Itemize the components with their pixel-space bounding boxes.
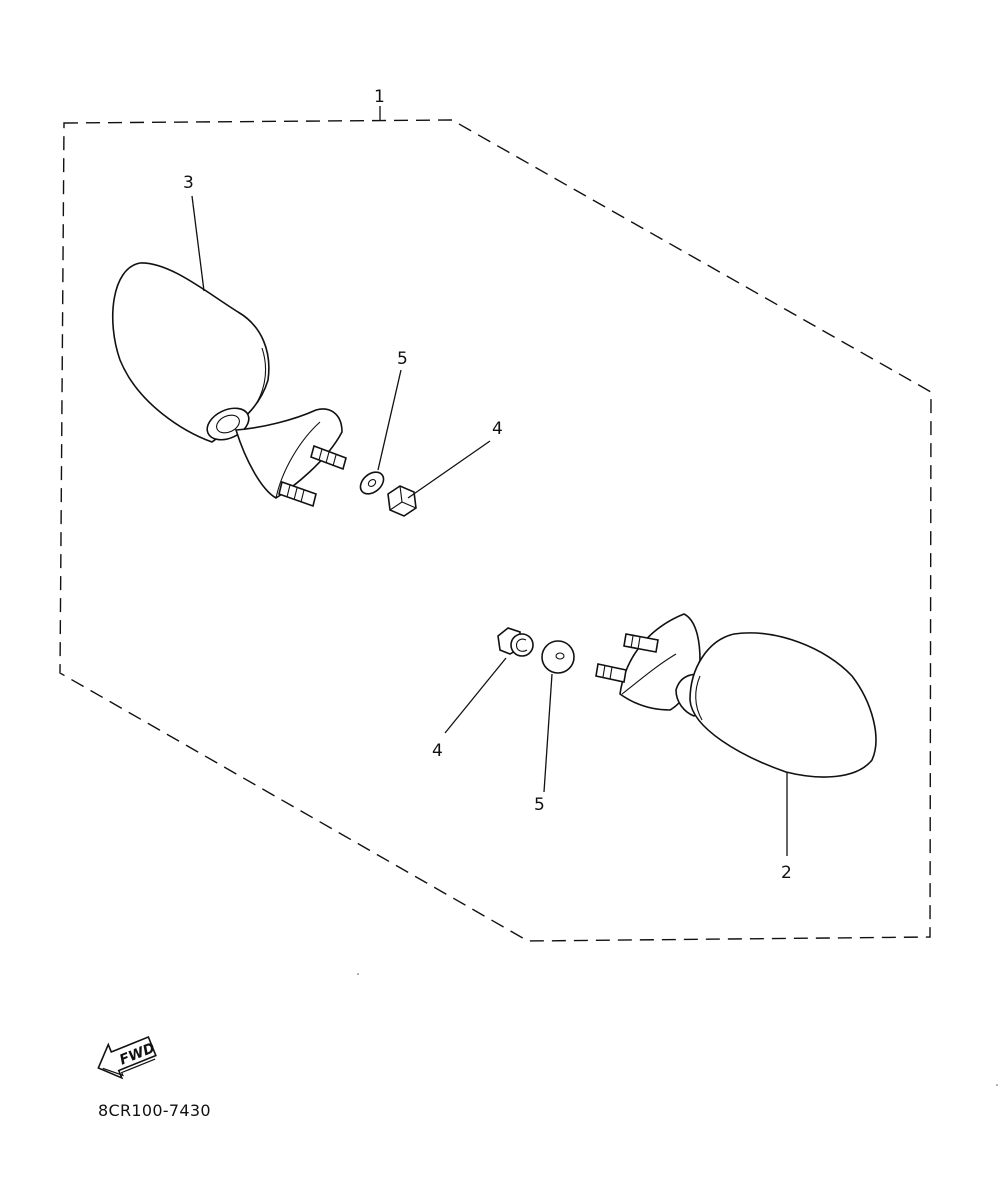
- mirror-right: [595, 613, 877, 778]
- mirror-left: [111, 262, 347, 508]
- callout-5-upper: 5: [397, 349, 408, 369]
- stud-upper-right: [623, 633, 659, 653]
- callout-4-lower: 4: [432, 741, 443, 761]
- scan-speck: [996, 1084, 998, 1086]
- washer-upper: [359, 471, 385, 495]
- washer-lower: [541, 640, 575, 674]
- callout-4-upper: 4: [492, 419, 503, 439]
- nut-upper: [387, 485, 417, 517]
- stud-upper-left: [310, 444, 347, 471]
- stud-lower-right: [595, 663, 627, 683]
- leader-line-3: [191, 195, 205, 292]
- callout-5-lower: 5: [534, 795, 545, 815]
- callout-3: 3: [183, 173, 194, 193]
- callout-2: 2: [781, 863, 792, 883]
- stud-lower-left: [278, 480, 317, 508]
- callout-1: 1: [374, 87, 385, 107]
- nut-lower: [497, 627, 534, 657]
- leader-line-4-upper: [407, 440, 491, 499]
- fwd-arrow-icon: FWD: [97, 1035, 157, 1080]
- leader-line-5-lower: [543, 673, 553, 793]
- reference-code: 8CR100-7430: [98, 1101, 211, 1120]
- scan-speck: [357, 973, 359, 975]
- leader-line-5-upper: [377, 369, 402, 471]
- leader-line-4-lower: [444, 657, 507, 734]
- assembly-boundary: [59, 119, 932, 942]
